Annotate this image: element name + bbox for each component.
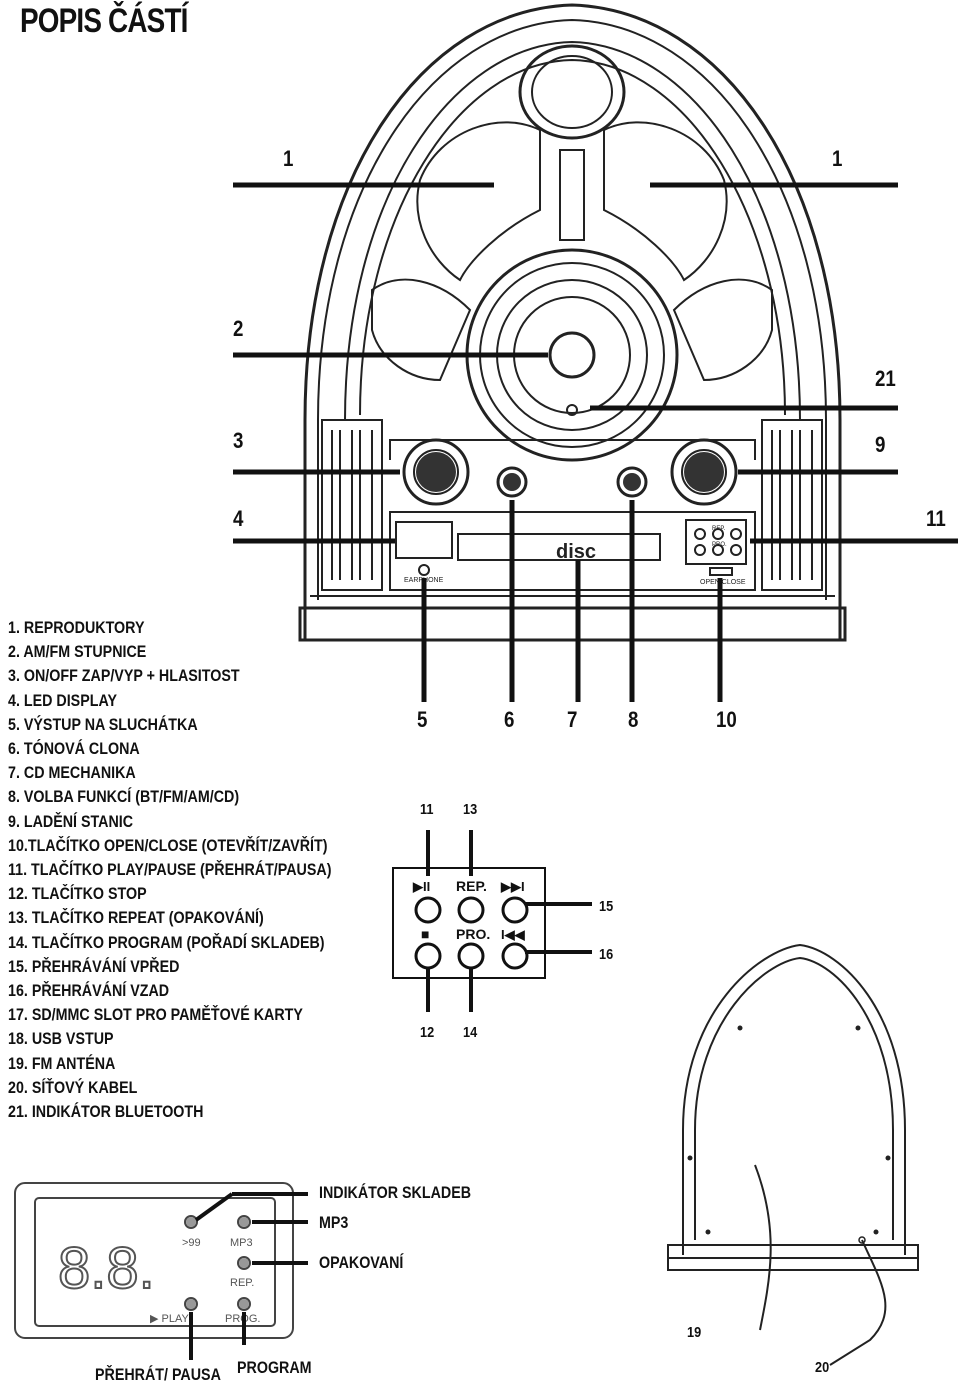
play-pause-symbol: ▶II	[412, 879, 430, 894]
mp3-label: MP3	[319, 1213, 349, 1232]
list-item: 8. VOLBA FUNKCÍ (BT/FM/AM/CD)	[8, 787, 240, 807]
callout-8: 8	[628, 707, 639, 732]
list-item: 19. FM ANTÉNA	[8, 1053, 116, 1073]
callout-10: 10	[716, 707, 737, 732]
callout-20: 20	[815, 1359, 830, 1376]
parts-list: 1. REPRODUKTORY 2. AM/FM STUPNICE 3. ON/…	[8, 616, 393, 1124]
callout-3: 3	[233, 428, 244, 453]
callout-7: 7	[567, 707, 578, 732]
mp3-display-label: MP3	[230, 1237, 253, 1249]
list-item: 13. TLAČÍTKO REPEAT (OPAKOVÁNÍ)	[8, 908, 264, 928]
list-item: 2. AM/FM STUPNICE	[8, 642, 147, 662]
list-item: 7. CD MECHANIKA	[8, 763, 136, 783]
play-display-label: ▶ PLAY	[150, 1313, 189, 1325]
callout-4: 4	[233, 506, 244, 531]
list-item: 6. TÓNOVÁ CLONA	[8, 739, 140, 759]
rep-small-label: REP.	[712, 526, 726, 532]
callout-21: 21	[875, 366, 896, 391]
list-item: 4. LED DISPLAY	[8, 690, 117, 710]
callout-b12: 12	[420, 1024, 435, 1041]
callout-11: 11	[926, 506, 946, 531]
repeat-label: OPAKOVANÍ	[319, 1253, 404, 1272]
callout-2: 2	[233, 316, 244, 341]
callout-6: 6	[504, 707, 515, 732]
list-item: 16. PŘEHRÁVÁNÍ VZAD	[8, 981, 170, 1001]
callout-b15: 15	[599, 898, 614, 915]
callout-9: 9	[875, 432, 886, 457]
stop-symbol: ■	[421, 926, 429, 942]
list-item: 14. TLAČÍTKO PROGRAM (POŘADÍ SKLADEB)	[8, 932, 325, 952]
callout-b13: 13	[463, 801, 478, 818]
track-indicator-label: INDIKÁTOR SKLADEB	[319, 1183, 472, 1202]
callout-b11: 11	[420, 801, 434, 818]
list-item: 21. INDIKÁTOR BLUETOOTH	[8, 1102, 204, 1122]
program-label: PROGRAM	[237, 1358, 312, 1377]
openclose-label: OPEN/CLOSE	[700, 579, 746, 586]
callout-19: 19	[687, 1324, 702, 1341]
list-item: 20. SÍŤOVÝ KABEL	[8, 1077, 138, 1097]
list-item: 18. USB VSTUP	[8, 1029, 114, 1049]
prev-symbol: I◀◀	[501, 927, 526, 942]
disc-logo: disc	[556, 541, 596, 563]
next-symbol: ▶▶I	[500, 879, 525, 894]
callout-5: 5	[417, 707, 428, 732]
list-item: 3. ON/OFF ZAP/VYP + HLASITOST	[8, 666, 240, 686]
play-pause-label: PŘEHRÁT/ PAUSA	[95, 1365, 221, 1384]
rep-display-label: REP.	[230, 1277, 254, 1289]
list-item: 17. SD/MMC SLOT PRO PAMĚŤOVÉ KARTY	[8, 1005, 303, 1025]
list-item: 12. TLAČÍTKO STOP	[8, 884, 147, 904]
list-item: 15. PŘEHRÁVÁNÍ VPŘED	[8, 956, 180, 976]
seven-segment-digits: 8.8.	[58, 1236, 155, 1301]
list-item: 5. VÝSTUP NA SLUCHÁTKA	[8, 714, 198, 734]
pro-small-label: PRO.	[712, 542, 727, 548]
callout-b16: 16	[599, 946, 614, 963]
callout-1-left: 1	[283, 146, 294, 171]
list-item: 10.TLAČÍTKO OPEN/CLOSE (OTEVŘÍT/ZAVŘÍT)	[8, 835, 328, 855]
over99-label: >99	[182, 1237, 201, 1249]
list-item: 1. REPRODUKTORY	[8, 618, 145, 637]
callout-1-right: 1	[832, 146, 843, 171]
list-item: 9. LADĚNÍ STANIC	[8, 811, 134, 831]
list-item: 11. TLAČÍTKO PLAY/PAUSE (PŘEHRÁT/PAUSA)	[8, 860, 332, 880]
page-title: POPIS ČÁSTÍ	[20, 2, 188, 40]
pro-button-label: PRO.	[456, 926, 490, 942]
callout-b14: 14	[463, 1024, 478, 1041]
rep-button-label: REP.	[456, 878, 487, 894]
